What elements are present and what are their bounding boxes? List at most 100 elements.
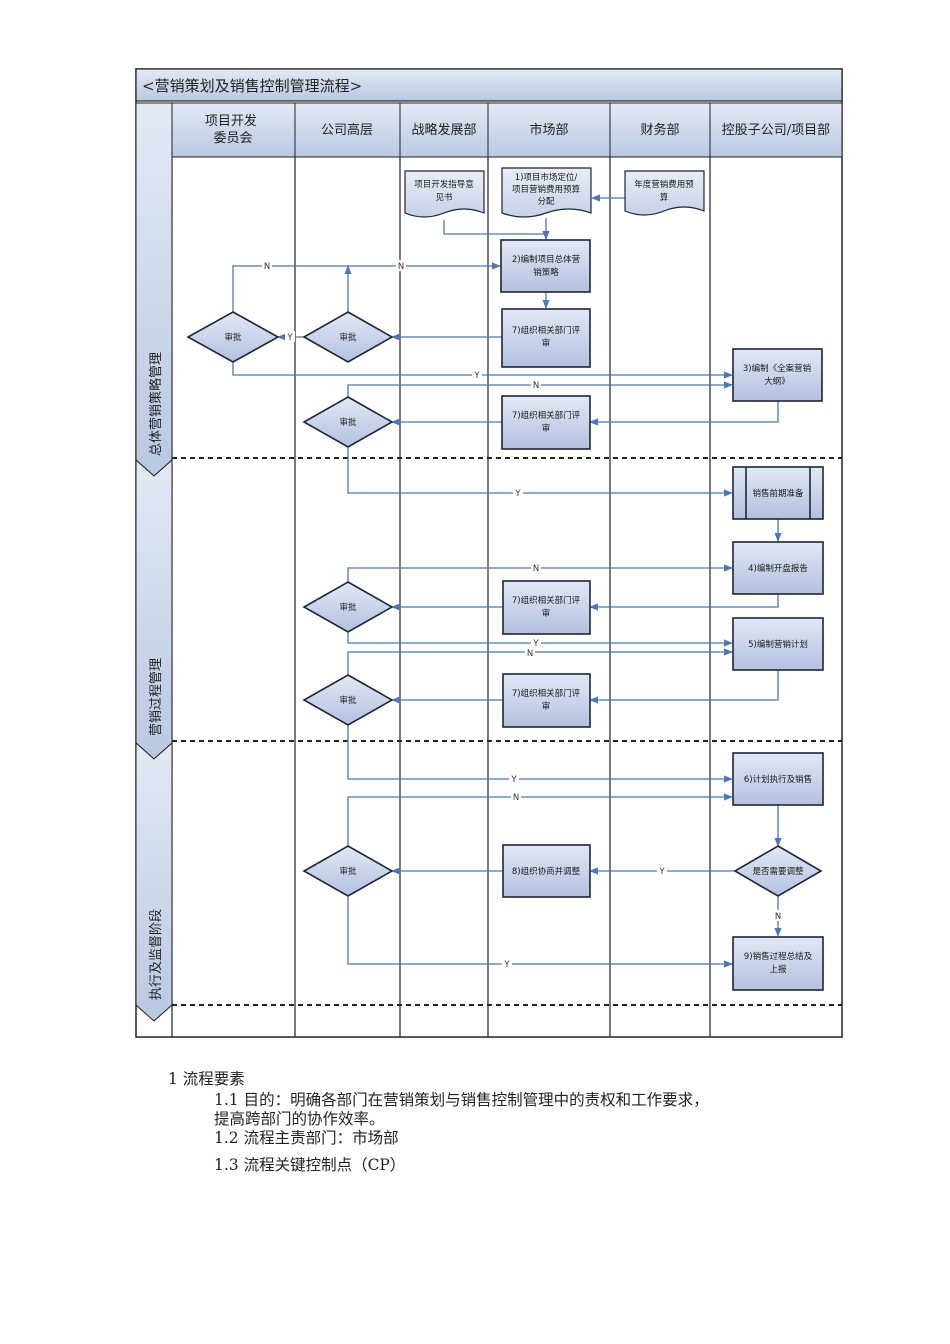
lane-header-top-management [294,102,401,158]
label-top4-yes: Y [509,773,519,785]
label-committee-no: N [262,260,272,272]
svg-text:N: N [398,262,404,272]
node-6-label: 6)计划执行及销售 [744,774,812,785]
decision-adjust-label: 是否需要调整 [752,866,804,877]
svg-text:Y: Y [658,867,665,877]
diagram-frame [135,68,843,1038]
decision-top-3[interactable]: 审批 [302,581,394,633]
lane-header-marketing [487,102,611,158]
node-guide-doc[interactable]: 项目开发指导意见书 [404,170,485,218]
svg-text:N: N [533,381,539,391]
node-7d-label: 7)组织相关部门评审 [512,688,581,712]
lane-label-top-management: 公司高层 [321,122,373,138]
node-budget-doc[interactable]: 年度营销费用预算 [624,170,705,216]
label-committee-yes: Y [472,369,482,381]
lane-label-committee: 项目开发 委员会 [205,113,261,146]
node-7b-box[interactable]: 7)组织相关部门评审 [501,395,591,450]
node-5-label: 5)编制营销计划 [748,639,808,650]
section-heading: 1 流程要素 [168,1070,245,1088]
decision-committee-label: 审批 [224,332,242,343]
label-top1-yes: Y [285,331,295,343]
svg-text:Y: Y [532,639,539,649]
node-budget-label: 年度营销费用预算 [634,179,694,203]
decision-adjust[interactable]: 是否需要调整 [733,845,823,897]
label-top5-no: N [511,791,521,803]
edge-top3-no [347,564,733,582]
edge-top5-yes [347,896,733,968]
node-7c-label: 7)组织相关部门评审 [512,595,581,619]
lane-label-strategy: 战略发展部 [411,122,476,138]
label-top3-yes: Y [531,637,541,649]
label-adjust-no: N [773,910,783,922]
svg-text:N: N [775,912,781,922]
label-top1-no: N [396,260,406,272]
lane-header-strategy [399,102,489,158]
edge-n3-to-n7b [589,401,779,426]
node-4-box[interactable]: 4)编制开盘报告 [732,541,824,595]
phase-band-execution [135,741,173,1022]
label-top2-yes: Y [513,487,523,499]
decision-top-4[interactable]: 审批 [302,674,394,726]
title-bar [135,68,843,102]
edge-committee-no [232,262,501,312]
node-3-label: 3)编制《全案营销大纲》 [743,363,812,387]
edge-n4-to-n7c [589,594,779,611]
phase-column: 总体营销策略管理 营销过程管理 执行及监督阶段 [135,102,173,1022]
diagram-title: <营销策划及销售控制管理流程> [142,77,362,95]
node-7a-box[interactable]: 7)组织相关部门评审 [501,308,591,368]
node-prep-subprocess[interactable]: 销售前期准备 [732,466,824,520]
decision-top-2-label: 审批 [339,417,357,428]
decision-committee[interactable]: 审批 [186,311,280,363]
item-key-control-points: 1.3 流程关键控制点（CP） [214,1156,406,1174]
edge-top3-yes [347,632,733,647]
label-top5-yes: Y [502,958,512,970]
label-top3-no: N [531,562,541,574]
node-4-label: 4)编制开盘报告 [748,563,808,574]
node-8-label: 8)组织协商并调整 [512,866,581,877]
svg-text:N: N [533,564,539,574]
node-3-box[interactable]: 3)编制《全案营销大纲》 [732,348,823,402]
label-adjust-yes: Y [657,865,667,877]
phase-separators [172,457,842,1006]
svg-text:Y: Y [473,371,480,381]
node-6-box[interactable]: 6)计划执行及销售 [732,752,824,806]
svg-text:N: N [264,262,270,272]
decision-top-2[interactable]: 审批 [302,396,394,448]
phase-label-process: 营销过程管理 [149,658,164,736]
item-purpose-line2: 提高跨部门的协作效率。 [214,1110,385,1128]
lane-header-finance [609,102,711,158]
node-1-label: 1)项目市场定位/项目营销费用预算分配 [512,172,581,207]
node-7d-box[interactable]: 7)组织相关部门评审 [502,673,591,728]
lane-label-marketing: 市场部 [529,122,568,138]
lane-label-subsidiary: 控股子公司/项目部 [722,123,830,138]
lane-header-committee [171,102,296,158]
item-purpose-line1: 1.1 目的：明确各部门在营销策划与销售控制管理中的责权和工作要求， [214,1091,709,1109]
edge-top2-no [347,381,733,397]
node-guide-label: 项目开发指导意见书 [414,179,474,203]
decision-top-5[interactable]: 审批 [302,845,394,897]
label-top4-no: N [525,647,535,659]
node-8-box[interactable]: 8)组织协商并调整 [502,844,591,898]
svg-text:Y: Y [286,333,293,343]
svg-text:Y: Y [514,489,521,499]
item-owner-dept: 1.2 流程主责部门：市场部 [214,1129,399,1147]
process-elements-text: 1 流程要素 1.1 目的：明确各部门在营销策划与销售控制管理中的责权和工作要求… [168,1070,848,1175]
edge-committee-yes [232,362,733,379]
node-1-doc[interactable]: 1)项目市场定位/项目营销费用预算分配 [501,167,592,218]
decision-top-1[interactable]: 审批 [302,311,394,363]
svg-text:N: N [527,649,533,659]
node-9-box[interactable]: 9)销售过程总结及上报 [732,936,824,991]
svg-text:Y: Y [503,960,510,970]
node-2-box[interactable]: 2)编制项目总体营销策略 [500,239,591,293]
node-9-label: 9)销售过程总结及上报 [744,951,813,975]
flowchart: <营销策划及销售控制管理流程> 项目开发 委员会 公司高层 战略发展部 市场部 … [135,68,843,1038]
lane-label-finance: 财务部 [640,122,679,138]
node-7c-box[interactable]: 7)组织相关部门评审 [502,580,591,635]
phase-label-execution: 执行及监督阶段 [149,909,164,1000]
decision-top-3-label: 审批 [339,602,357,613]
label-top2-no: N [531,379,541,391]
decision-top-5-label: 审批 [339,866,357,877]
edge-top2-yes [347,447,733,497]
svg-text:Y: Y [510,775,517,785]
node-5-box[interactable]: 5)编制营销计划 [732,617,824,671]
